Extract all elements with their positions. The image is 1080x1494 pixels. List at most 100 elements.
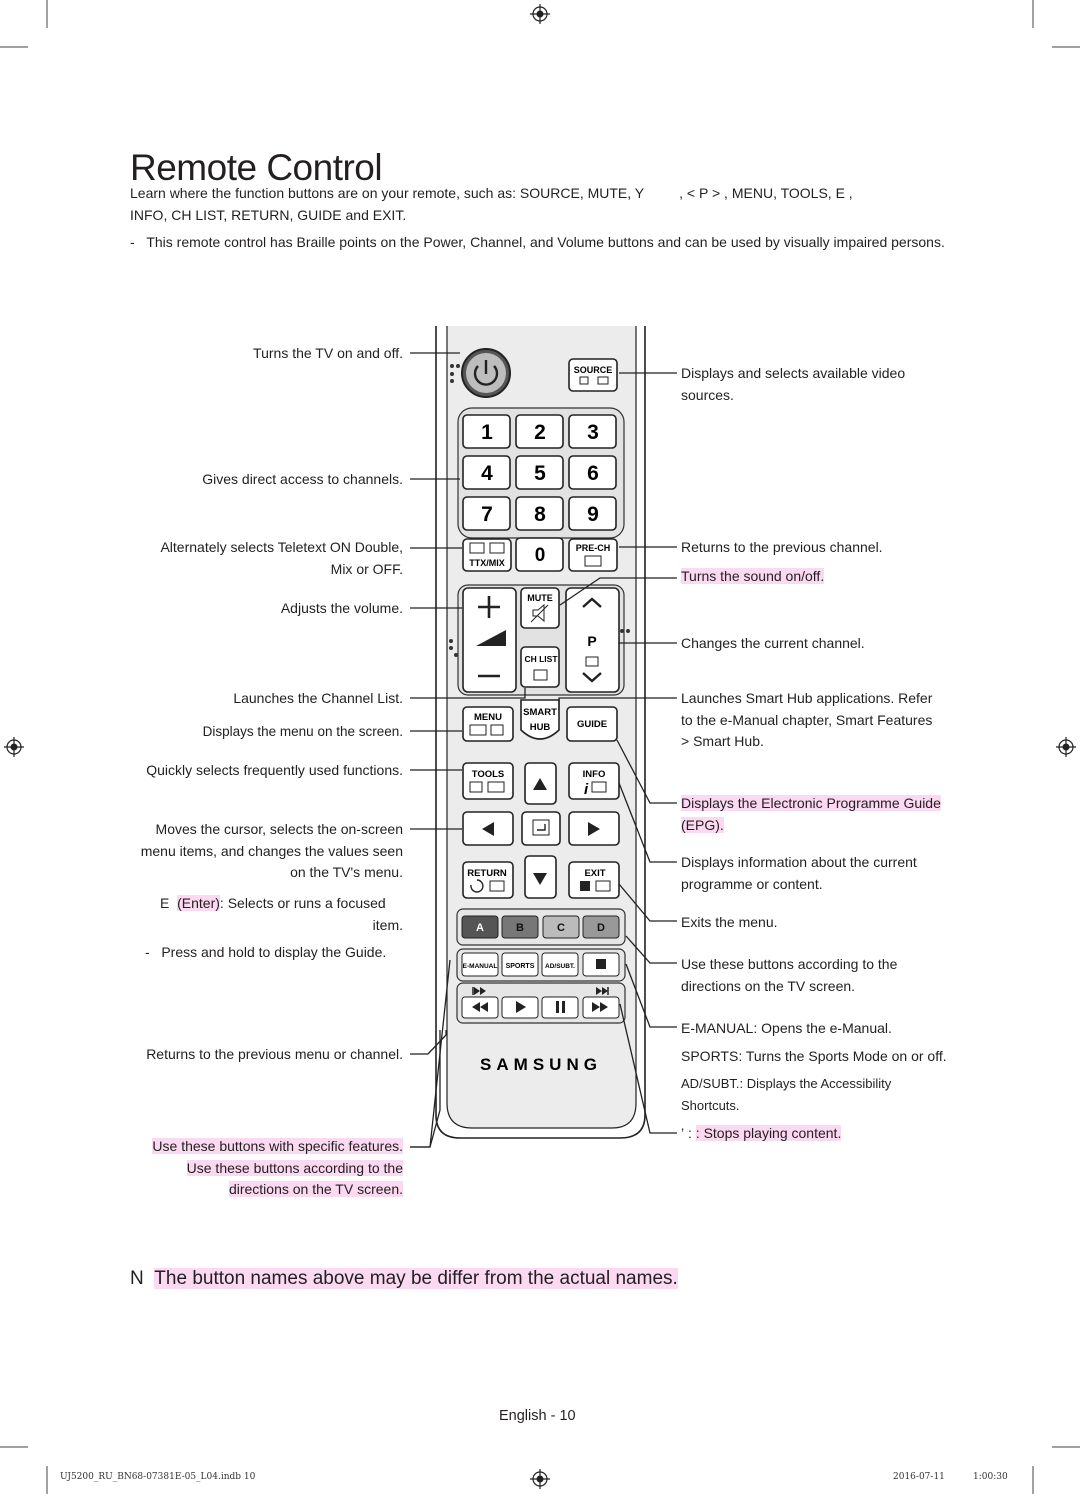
svg-text:1: 1 xyxy=(481,421,493,444)
info-button[interactable]: INFO i xyxy=(568,762,620,800)
svg-text:SMART: SMART xyxy=(523,707,557,718)
left-arrow-button[interactable] xyxy=(462,811,514,846)
label-guide-hold: - Press and hold to display the Guide. xyxy=(145,944,387,960)
label-tools: Quickly selects frequently used function… xyxy=(146,762,403,778)
mute-button[interactable]: MUTE xyxy=(520,587,560,629)
svg-text:SOURCE: SOURCE xyxy=(574,365,613,375)
label-chlist: Launches the Channel List. xyxy=(233,690,403,706)
svg-text:INFO: INFO xyxy=(583,769,606,780)
svg-text:i: i xyxy=(584,781,589,798)
fast-forward-button[interactable] xyxy=(582,996,620,1019)
play-button[interactable] xyxy=(501,996,539,1019)
intro-text: Learn where the function buttons are on … xyxy=(130,185,853,223)
svg-text:HUB: HUB xyxy=(530,722,551,733)
volume-rocker[interactable] xyxy=(462,587,517,693)
enter-button[interactable] xyxy=(521,811,561,846)
digit-5-button[interactable]: 5 xyxy=(515,455,564,490)
color-button-d[interactable]: D xyxy=(582,915,620,939)
smart-hub-button[interactable]: SMART HUB xyxy=(520,699,560,740)
svg-text:RETURN: RETURN xyxy=(467,868,507,879)
samsung-logo: SAMSUNG xyxy=(480,1055,602,1074)
svg-text:MENU: MENU xyxy=(474,712,502,723)
digit-6-button[interactable]: 6 xyxy=(568,455,617,490)
svg-text:0: 0 xyxy=(535,545,546,566)
svg-text:3: 3 xyxy=(587,421,599,444)
color-button-a[interactable]: A xyxy=(461,915,499,939)
up-arrow-button[interactable] xyxy=(524,762,557,805)
previous-track-icon xyxy=(472,987,486,995)
label-volume: Adjusts the volume. xyxy=(280,600,403,616)
ch-list-button[interactable]: CH LIST xyxy=(520,646,560,688)
svg-text:P: P xyxy=(587,633,596,649)
svg-text:PRE-CH: PRE-CH xyxy=(576,543,611,553)
svg-text:SPORTS: SPORTS xyxy=(506,963,535,970)
digit-1-button[interactable]: 1 xyxy=(462,414,511,449)
right-arrow-button[interactable] xyxy=(568,811,620,846)
digit-2-button[interactable]: 2 xyxy=(515,414,564,449)
braille-dots-channel xyxy=(620,629,630,633)
exit-button[interactable]: EXIT xyxy=(568,861,620,899)
ad-subt-button[interactable]: AD/SUBT. xyxy=(541,952,579,977)
label-ttx: Alternately selects Teletext ON Double,M… xyxy=(160,539,403,577)
down-arrow-button[interactable] xyxy=(524,855,557,899)
label-channel: Changes the current channel. xyxy=(681,635,865,651)
pre-ch-button[interactable]: PRE-CH xyxy=(568,538,618,572)
svg-text:C: C xyxy=(557,922,565,934)
svg-text:E-MANUAL: E-MANUAL xyxy=(463,963,498,970)
digit-7-button[interactable]: 7 xyxy=(462,496,511,531)
color-button-c[interactable]: C xyxy=(542,915,580,939)
label-power: Turns the TV on and off. xyxy=(253,345,403,361)
page-title: Remote Control xyxy=(130,146,383,188)
page-number: English - 10 xyxy=(499,1408,576,1424)
label-prech: Returns to the previous channel. xyxy=(681,539,883,555)
source-button[interactable]: SOURCE xyxy=(568,358,618,392)
tools-button[interactable]: TOOLS xyxy=(462,762,514,800)
svg-text:GUIDE: GUIDE xyxy=(577,719,607,730)
imprint-date: 2016-07-11 xyxy=(893,1472,945,1482)
guide-button[interactable]: GUIDE xyxy=(566,706,618,742)
svg-text:D: D xyxy=(597,922,605,934)
label-epg: Displays the Electronic Programme Guide(… xyxy=(681,795,941,833)
svg-text:4: 4 xyxy=(481,462,493,485)
ttx-mix-button[interactable]: TTX/MIX xyxy=(462,538,512,572)
color-button-b[interactable]: B xyxy=(501,915,539,939)
bottom-note: N The button names above may be differ f… xyxy=(130,1268,678,1289)
digit-9-button[interactable]: 9 xyxy=(568,496,617,531)
svg-text:A: A xyxy=(476,922,484,934)
label-menu: Displays the menu on the screen. xyxy=(202,724,403,739)
svg-text:6: 6 xyxy=(587,462,599,485)
digit-0-button[interactable]: 0 xyxy=(515,537,564,572)
sports-button[interactable]: SPORTS xyxy=(501,952,539,977)
e-manual-button[interactable]: E-MANUAL xyxy=(461,952,499,977)
pause-button[interactable] xyxy=(541,996,579,1019)
svg-text:EXIT: EXIT xyxy=(584,868,605,879)
next-track-icon xyxy=(596,987,609,995)
stop-button[interactable] xyxy=(582,952,620,977)
power-button[interactable] xyxy=(461,348,511,398)
svg-text:AD/SUBT.: AD/SUBT. xyxy=(545,963,575,970)
svg-text:2: 2 xyxy=(534,421,546,444)
return-button[interactable]: RETURN xyxy=(462,861,514,899)
label-special-keys: E-MANUAL: Opens the e-Manual. SPORTS: Tu… xyxy=(681,1020,947,1113)
digit-3-button[interactable]: 3 xyxy=(568,414,617,449)
svg-text:7: 7 xyxy=(481,503,493,526)
digit-4-button[interactable]: 4 xyxy=(462,455,511,490)
channel-rocker[interactable]: P xyxy=(565,587,620,693)
label-mute: Turns the sound on/off. xyxy=(681,568,825,584)
label-smarthub: Launches Smart Hub applications. Refer t… xyxy=(681,690,933,749)
svg-text:TOOLS: TOOLS xyxy=(472,769,505,780)
label-return: Returns to the previous menu or channel. xyxy=(146,1046,403,1062)
label-specific: Use these buttons with specific features… xyxy=(152,1138,403,1197)
digit-8-button[interactable]: 8 xyxy=(515,496,564,531)
svg-text:CH LIST: CH LIST xyxy=(524,654,558,664)
menu-button[interactable]: MENU xyxy=(462,706,514,742)
svg-text:8: 8 xyxy=(534,503,546,526)
rewind-button[interactable] xyxy=(461,996,499,1019)
